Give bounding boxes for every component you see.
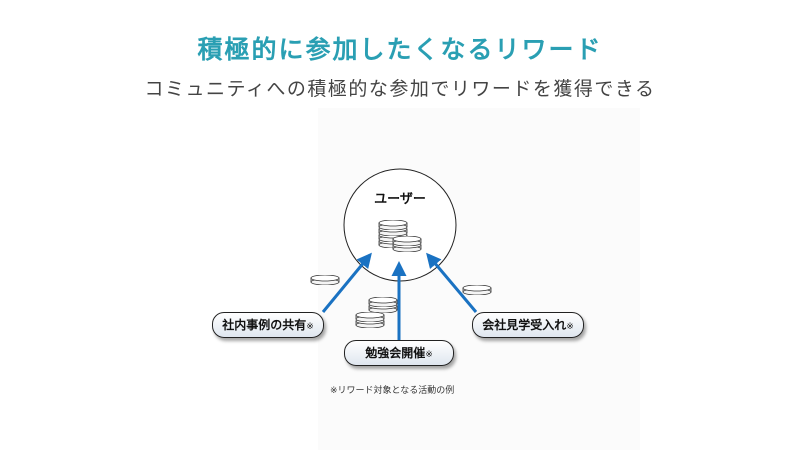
page-title: 積極的に参加したくなるリワード bbox=[197, 35, 603, 64]
arrow-left bbox=[321, 252, 372, 313]
arrow-right bbox=[426, 252, 478, 313]
diagram-background bbox=[318, 108, 640, 450]
coin-stack-icon bbox=[368, 297, 398, 313]
coin-stack-icon bbox=[355, 312, 385, 328]
activity-label: 勉強会開催 bbox=[365, 346, 426, 360]
page-subtitle: コミュニティへの積極的な参加でリワードを獲得できる bbox=[144, 78, 656, 100]
activity-mark: ※ bbox=[425, 350, 433, 360]
coin-icon bbox=[310, 275, 340, 285]
coin-icon bbox=[462, 285, 492, 295]
activity-label: 社内事例の共有 bbox=[222, 318, 307, 332]
activity-mark: ※ bbox=[566, 322, 574, 332]
activity-company-visit: 会社見学受入れ※ bbox=[472, 312, 584, 338]
user-label: ユーザー bbox=[374, 192, 426, 207]
activity-case-sharing: 社内事例の共有※ bbox=[212, 312, 324, 338]
footnote: ※リワード対象となる活動の例 bbox=[330, 386, 455, 396]
activity-mark: ※ bbox=[306, 322, 314, 332]
activity-label: 会社見学受入れ bbox=[482, 318, 567, 332]
activity-study-session: 勉強会開催※ bbox=[344, 340, 454, 366]
